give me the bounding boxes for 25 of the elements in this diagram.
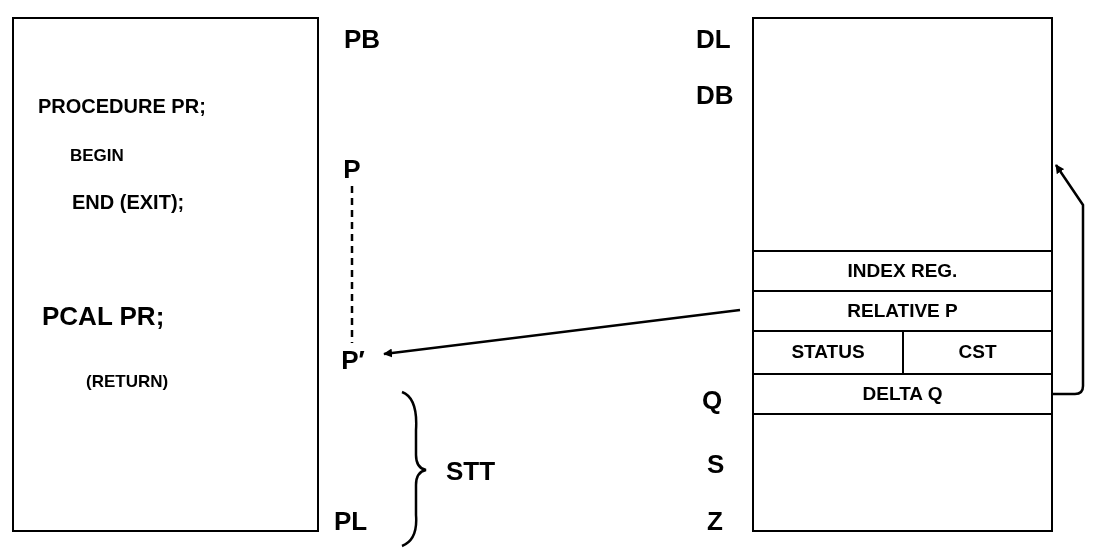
stack-cell: RELATIVE P [754, 290, 1051, 330]
address-label: PB [344, 23, 381, 56]
code-line: PCAL PR; [42, 300, 165, 333]
code-segment-box [12, 17, 319, 532]
code-line: PROCEDURE PR; [38, 94, 206, 119]
arrow [1053, 164, 1085, 396]
address-label: STT [446, 455, 496, 488]
address-label: Z [707, 505, 723, 538]
address-label: S [707, 448, 725, 481]
address-label: DL [696, 23, 731, 56]
arrow [383, 308, 741, 358]
stack-cell: INDEX REG. [754, 250, 1051, 290]
code-line: END (EXIT); [72, 190, 185, 215]
stack-box [752, 17, 1053, 532]
code-line: (RETURN) [86, 371, 169, 393]
stack-cell: STATUS [754, 330, 904, 373]
address-label: PL [334, 505, 368, 538]
dashed-line [350, 186, 354, 343]
code-line: BEGIN [70, 145, 124, 167]
stack-cell: DELTA Q [754, 373, 1051, 415]
stack-cell: CST [904, 330, 1051, 373]
pointer-label: P [340, 152, 364, 186]
pointer-label: P′ [336, 343, 370, 377]
address-label: DB [696, 79, 734, 112]
address-label: Q [702, 384, 723, 417]
